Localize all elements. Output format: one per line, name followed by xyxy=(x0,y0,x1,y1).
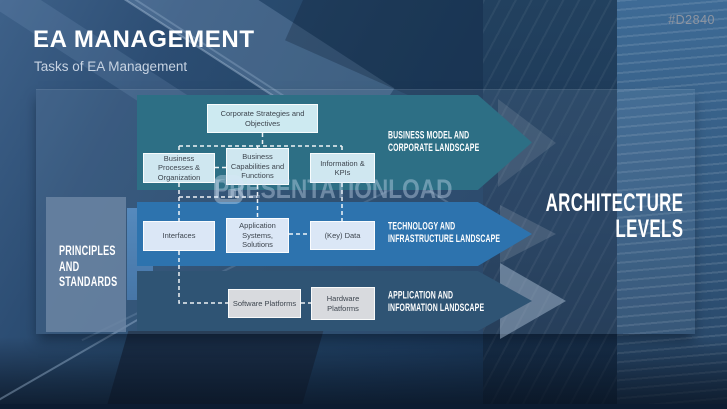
presentationload-logo-icon xyxy=(214,174,243,204)
box-business-processes: Business Processes & Organization xyxy=(143,153,215,183)
box-corporate-strategies: Corporate Strategies and Objectives xyxy=(207,104,318,133)
background-floor xyxy=(0,337,727,409)
band-label-technology: TECHNOLOGY AND INFRASTRUCTURE LANDSCAPE xyxy=(388,219,501,246)
box-key-data: (Key) Data xyxy=(310,221,375,250)
principles-panel xyxy=(46,197,126,332)
box-software-platforms: Software Platforms xyxy=(228,289,301,318)
box-interfaces: Interfaces xyxy=(143,221,215,251)
watermark-text: PRESENTATIONLOAD xyxy=(214,173,453,204)
principles-label: PRINCIPLES AND STANDARDS xyxy=(59,241,118,290)
page-title: EA MANAGEMENT xyxy=(33,26,255,53)
box-hardware-platforms: Hardware Platforms xyxy=(311,287,375,320)
band-label-business-model: BUSINESS MODEL AND CORPORATE LANDSCAPE xyxy=(388,128,480,155)
product-code: #D2840 xyxy=(668,13,715,27)
architecture-levels-label: ARCHITECTURE LEVELS xyxy=(545,188,683,243)
page-subtitle: Tasks of EA Management xyxy=(34,59,188,74)
background-floor-edge xyxy=(0,404,727,409)
box-application-systems: Application Systems, Solutions xyxy=(226,218,289,253)
box-information-kpis: Information & KPIs xyxy=(310,153,375,183)
band-label-application: APPLICATION AND INFORMATION LANDSCAPE xyxy=(388,288,485,315)
